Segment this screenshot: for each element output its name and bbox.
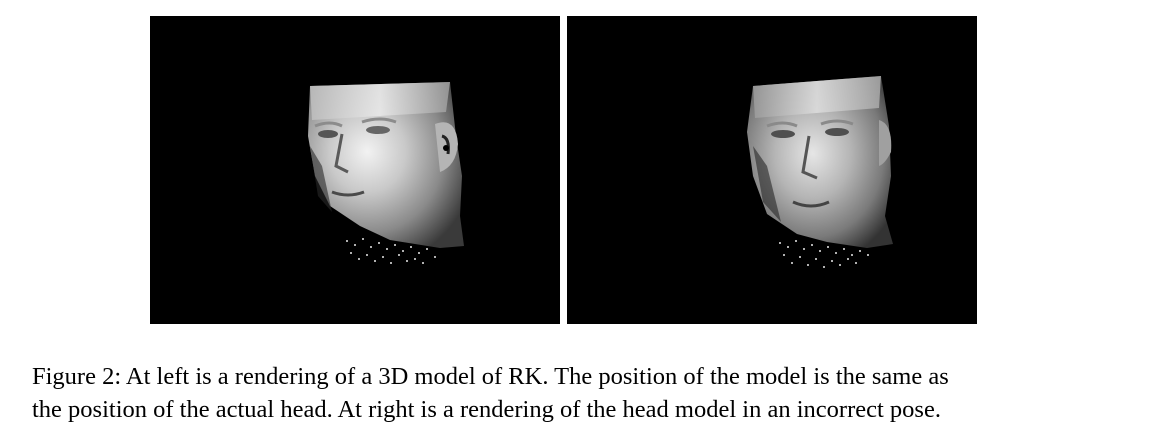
rendering-panel-left: [150, 16, 560, 324]
head-rendering-right-image: [567, 16, 977, 324]
head-rendering-left-image: [150, 16, 560, 324]
rendering-panel-right: [567, 16, 977, 324]
figure-caption: Figure 2: At left is a rendering of a 3D…: [32, 360, 1132, 426]
caption-line-1: Figure 2: At left is a rendering of a 3D…: [32, 363, 949, 390]
caption-line-2: the position of the actual head. At righ…: [32, 396, 941, 423]
